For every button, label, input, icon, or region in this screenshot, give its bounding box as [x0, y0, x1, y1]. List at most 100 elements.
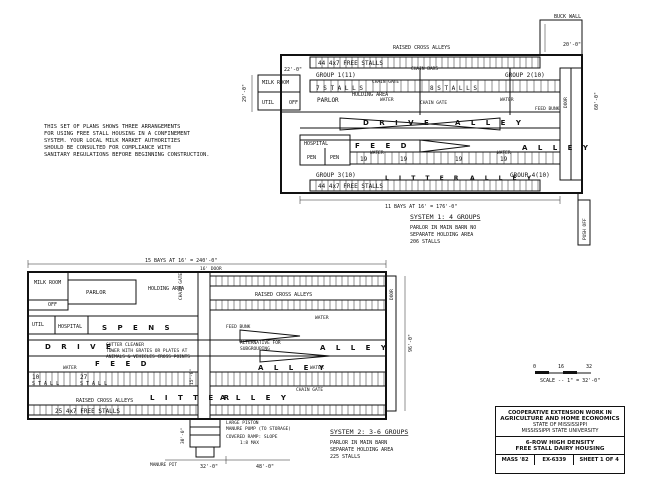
- s1-off: OFF: [289, 100, 298, 106]
- s1-litter: L I T T E R: [385, 175, 462, 182]
- s2-stall-word-b: S T A L L: [80, 381, 107, 387]
- s2-stall-word-a: S T A L L: [32, 381, 59, 387]
- s2-door-column: [385, 275, 397, 412]
- s1-hospital: HOSPITAL: [304, 141, 328, 147]
- s1-stalls-7: 7 S T A L L S: [316, 85, 363, 92]
- s2-off: OFF: [48, 302, 57, 308]
- note-line-4: SHOULD BE CONSULTED FOR COMPLIANCE WITH: [44, 145, 171, 151]
- s2-milk-room: MILK ROOM: [34, 280, 61, 286]
- s1-group3: GROUP 3(10): [316, 172, 356, 179]
- s1-alley-a: A L L E Y: [455, 119, 525, 127]
- system2-plan: 15 BAYS AT 16' = 240'-0" 16' DOOR MILK R…: [27, 258, 414, 470]
- s2-pens: S P E N S: [102, 324, 174, 332]
- s2-hospital: HOSPITAL: [58, 324, 82, 330]
- note-line-2: FOR USING FREE STALL HOUSING IN A CONFIN…: [44, 131, 191, 137]
- s2-sub3: 225 STALLS: [330, 454, 360, 460]
- s2-ramp: [189, 418, 221, 448]
- buck-wall: [539, 19, 583, 55]
- s2-dim-30: 30'-0": [180, 428, 186, 444]
- note-line-3: SYSTEM. YOUR LOCAL MILK MARKET AUTHORITI…: [44, 138, 181, 144]
- s1-holding-area: HOLDING AREA: [352, 92, 388, 98]
- s1-free-stalls-bottom: [309, 179, 541, 192]
- s1-taper-left: [339, 117, 431, 131]
- s1-util: UTIL: [262, 100, 274, 106]
- s1-group2: GROUP 2(10): [505, 72, 545, 79]
- s1-drive: D R I V E: [363, 119, 433, 127]
- s2-feed: F E E D: [95, 360, 150, 368]
- s1-row-b-dividers: [356, 152, 554, 164]
- s1-door: DOOR: [563, 97, 569, 108]
- s1-chain-gate-a: CHAIN GATE: [372, 79, 399, 85]
- s2-alley-taper: [259, 349, 331, 363]
- s1-top-stall-dividers: [315, 57, 539, 68]
- s1-chain-gate-b: CHAIN GATE: [420, 100, 447, 106]
- note-line-5: SANITARY REGULATIONS BEFORE BEGINNING CO…: [44, 152, 210, 158]
- s1-chain-bars: CHAIN BARS: [411, 66, 438, 72]
- tb-line-5: 6-ROW HIGH DENSITY: [525, 440, 595, 446]
- s2-door: DOOR: [389, 289, 395, 300]
- s1-row-a-dividers: [316, 80, 556, 92]
- s1-taper-feed: [419, 139, 471, 153]
- s2-raised-top: RAISED CROSS ALLEYS: [255, 292, 312, 298]
- s2-util: UTIL: [32, 322, 44, 328]
- s2-stalls-row2: [209, 299, 387, 311]
- tb-line-1: COOPERATIVE EXTENSION WORK IN: [508, 410, 612, 416]
- tb-line-6: FREE STALL DAIRY HOUSING: [496, 446, 624, 455]
- s2-stalls-left: [27, 371, 199, 387]
- scale-label: SCALE -- 1" = 32'-0": [540, 378, 600, 384]
- s1-stalls-19d: 19: [360, 156, 368, 163]
- s2-parlor: PARLOR: [86, 290, 107, 296]
- s2-feed-bunk: FEED BUNK: [226, 324, 251, 330]
- s1-free-stalls-top-label: 44 4x7 FREE STALLS: [318, 60, 383, 67]
- s2-dim-15: 15'-0": [189, 369, 195, 385]
- s1-milk-room: MILK ROOM: [262, 80, 289, 86]
- s1-water-c: WATER: [370, 150, 384, 156]
- s2-large-piston: LARGE PISTON: [226, 420, 259, 426]
- tb-codes: MASS '82 EX-6339 SHEET 1 OF 4: [496, 455, 624, 465]
- s1-raised-cross-alleys: RAISED CROSS ALLEYS: [393, 45, 450, 51]
- system1-plan: RAISED CROSS ALLEYS BUCK WALL 22'-0" 20'…: [242, 14, 600, 246]
- s1-free-stalls-bottom-label: 44 4x7 FREE STALLS: [318, 183, 383, 190]
- s2-litter: L I T T E R: [150, 394, 233, 402]
- s2-free-stalls-label: 25 4x7 FREE STALLS: [55, 408, 120, 415]
- s2-top-stall-dividers: [215, 276, 385, 286]
- s2-alternative-2: SUBGROUPING: [240, 346, 270, 352]
- s2-holding-area: HOLDING AREA: [148, 286, 184, 292]
- scale-block-a: [535, 371, 549, 374]
- s1-dim-top: 22'-0": [284, 67, 302, 73]
- s1-stalls-19a: 19: [400, 156, 408, 163]
- s1-pen-1: PEN: [307, 155, 316, 161]
- s2-manure-pit: MANURE PIT: [150, 462, 177, 468]
- tb-line-4: MISSISSIPPI STATE UNIVERSITY: [496, 428, 624, 437]
- s1-stalls-19c: 19: [500, 156, 508, 163]
- s1-group4: GROUP 4(10): [510, 172, 550, 179]
- tb-code-a: MASS '82: [496, 455, 536, 465]
- s2-stalls-27: 27: [80, 374, 88, 381]
- s2-pens-row: [27, 315, 199, 335]
- s1-water-b: WATER: [500, 97, 514, 103]
- s1-sub1: PARLOR IN MAIN BARN NO: [410, 225, 476, 231]
- scale-tick-32: 32: [586, 364, 592, 370]
- s2-chain-gate-low: CHAIN GATE: [296, 387, 323, 393]
- s2-dim-96: 96'-0": [408, 334, 414, 352]
- s2-title: SYSTEM 2: 3-6 GROUPS: [330, 428, 408, 436]
- s2-free-right-dividers: [215, 405, 385, 415]
- s2-parlor-block: [67, 279, 137, 305]
- s2-manure-pit: [195, 446, 215, 458]
- s1-sub2: SEPARATE HOLDING AREA: [410, 232, 473, 238]
- note-line-1: THIS SET OF PLANS SHOWS THREE ARRANGEMEN…: [44, 124, 181, 130]
- general-note: THIS SET OF PLANS SHOWS THREE ARRANGEMEN…: [44, 124, 244, 159]
- s2-raised-bottom: RAISED CROSS ALLEYS: [76, 398, 133, 404]
- s2-water-top: WATER: [315, 315, 329, 321]
- s1-free-stalls-top: [309, 56, 541, 69]
- s2-stalls-right: [209, 371, 387, 387]
- s1-water-a: WATER: [380, 97, 394, 103]
- s1-feed-bunk: FEED BUNK: [535, 106, 560, 112]
- s1-buck-wall-label: BUCK WALL: [554, 14, 581, 20]
- push-off-ramp: [577, 199, 591, 246]
- s2-water-low: WATER: [310, 365, 324, 371]
- s1-bottom-stall-dividers: [315, 180, 539, 191]
- s1-pen-2: PEN: [330, 155, 339, 161]
- s1-dim-right-top: 20'-0": [563, 42, 581, 48]
